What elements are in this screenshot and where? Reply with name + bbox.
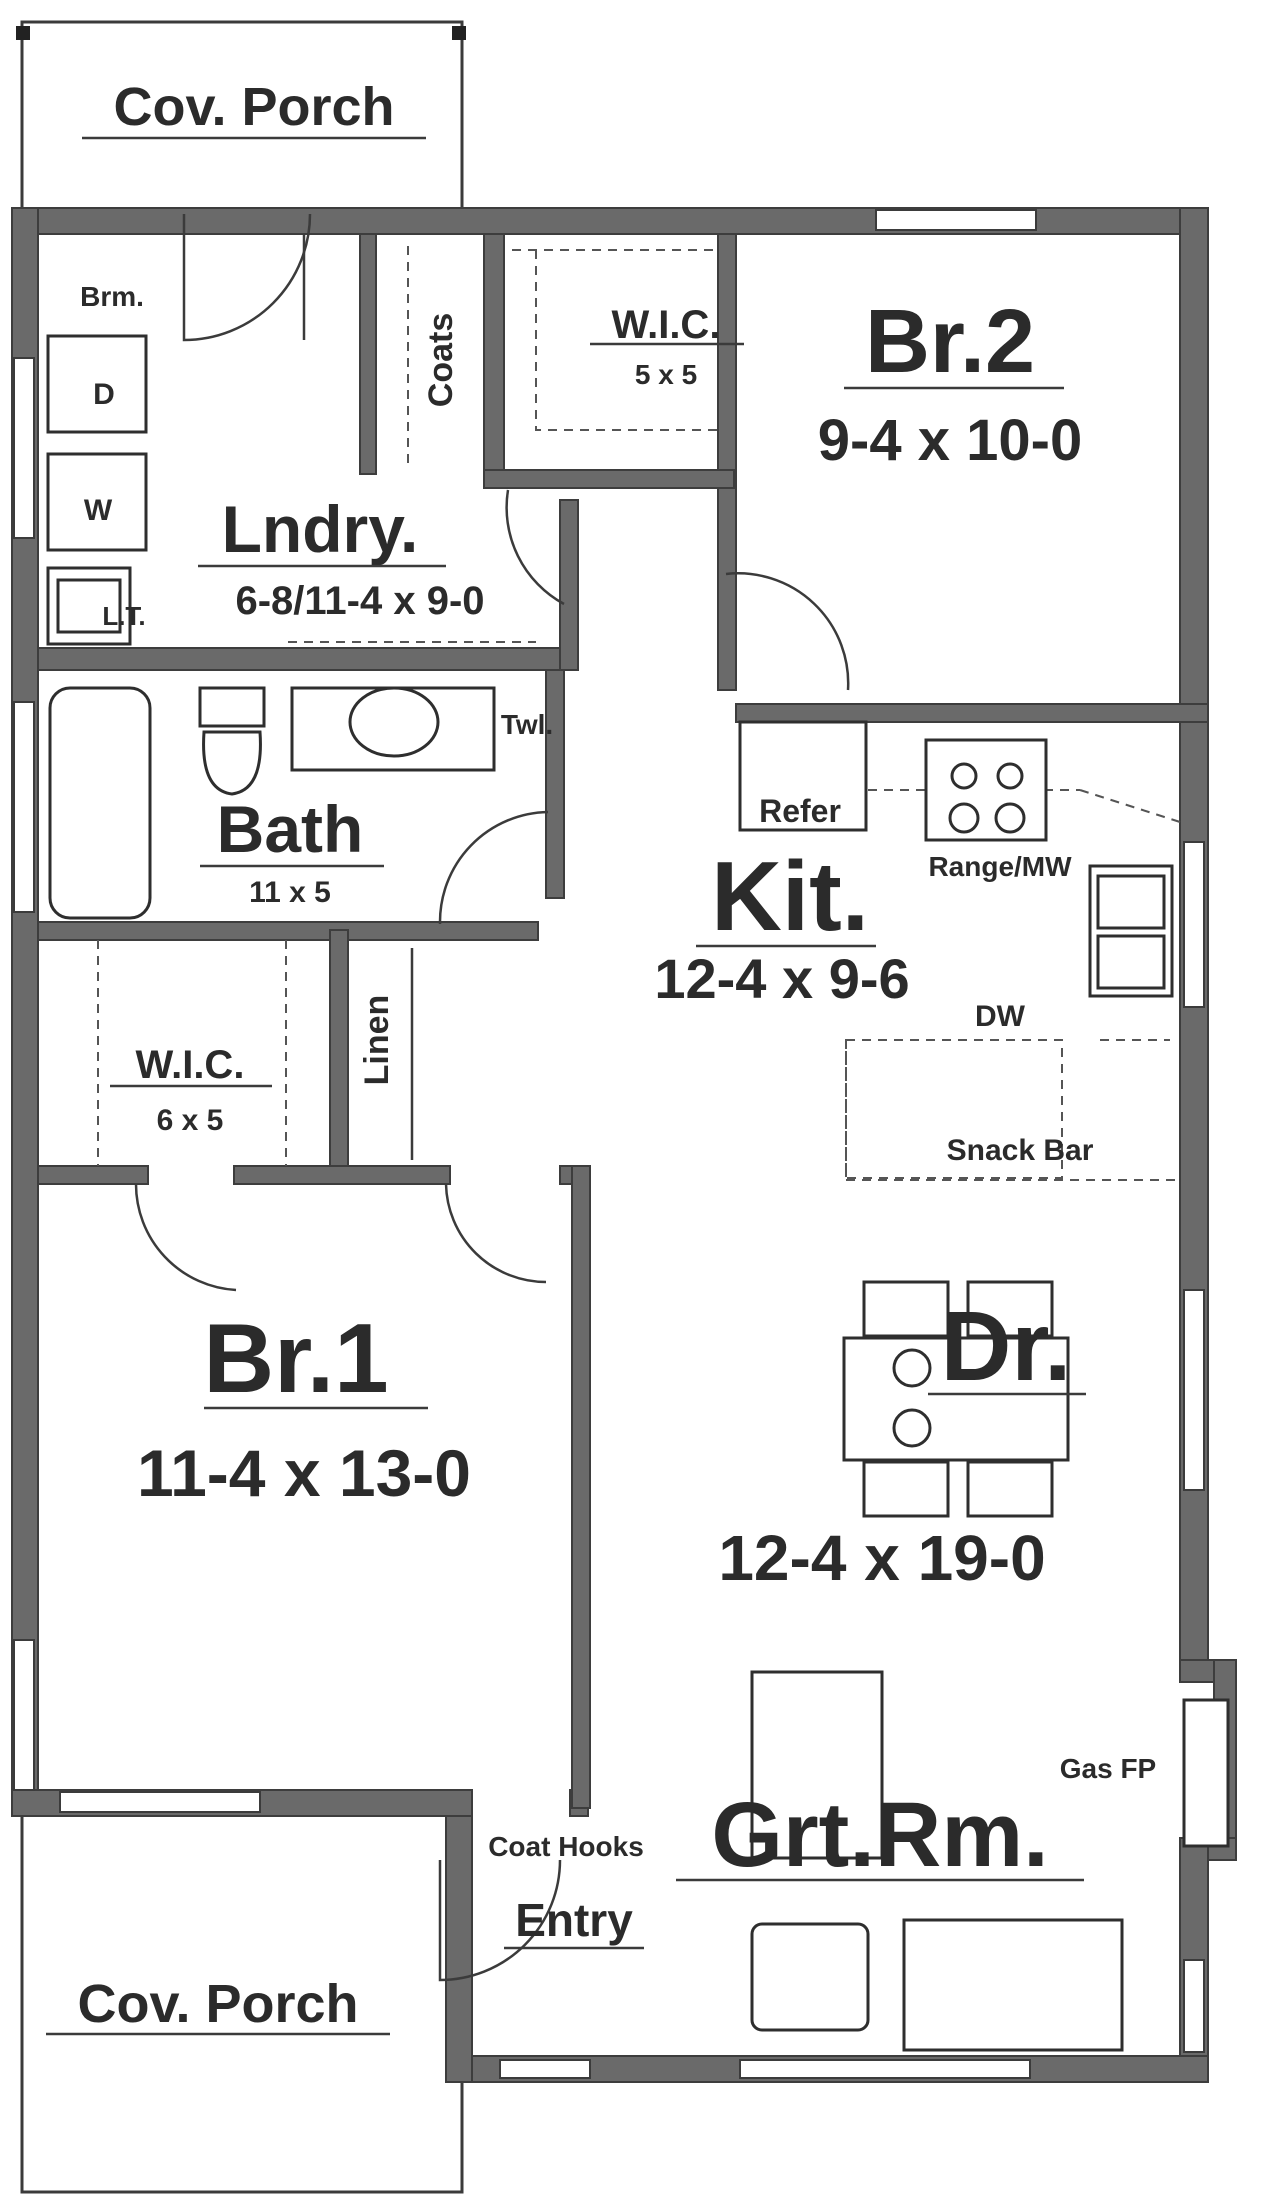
- linen-label: Linen: [358, 995, 396, 1086]
- dw-label: DW: [975, 1000, 1026, 1033]
- wic-br1-label: W.I.C.: [136, 1043, 245, 1087]
- great-room-furniture: [750, 1670, 1230, 2052]
- doors: [134, 213, 850, 1982]
- coats-label: Coats: [422, 313, 460, 407]
- dining-label: Dr.: [941, 1291, 1072, 1401]
- great-room-label: Grt.Rm.: [711, 1784, 1048, 1886]
- wic-br1-dims: 6 x 5: [157, 1104, 224, 1137]
- laundry-appliances: [46, 334, 148, 646]
- bath-label: Bath: [217, 792, 364, 866]
- coat-hooks-label: Coat Hooks: [488, 1831, 644, 1862]
- entry-label: Entry: [515, 1894, 633, 1946]
- wic-br2-dims: 5 x 5: [635, 359, 697, 390]
- bedroom1-dims: 11-4 x 13-0: [137, 1436, 471, 1510]
- refer-label: Refer: [759, 793, 841, 829]
- laundry-tub-label: L.T.: [102, 601, 145, 631]
- range-label: Range/MW: [928, 851, 1072, 882]
- porch-top-label: Cov. Porch: [113, 77, 394, 137]
- bedroom2-dims: 9-4 x 10-0: [818, 408, 1082, 473]
- gas-fp-label: Gas FP: [1060, 1753, 1156, 1784]
- porch-bottom-label: Cov. Porch: [77, 1974, 358, 2034]
- laundry-dims: 6-8/11-4 x 9-0: [235, 579, 484, 623]
- bedroom2-label: Br.2: [865, 292, 1035, 392]
- towel-label: Twl.: [501, 709, 553, 740]
- washer-label: W: [84, 494, 113, 527]
- interior-walls: [37, 233, 1209, 1809]
- dining-dims: 12-4 x 19-0: [718, 1522, 1045, 1594]
- kitchen-label: Kit.: [711, 841, 869, 951]
- bath-fixtures: [48, 686, 496, 920]
- kitchen-fixtures: [738, 720, 1174, 1179]
- dryer-label: D: [93, 378, 115, 411]
- dining-table: [842, 1280, 1070, 1518]
- brm-label: Brm.: [80, 281, 144, 312]
- wic-br2-label: W.I.C.: [612, 303, 721, 347]
- laundry-label: Lndry.: [222, 492, 419, 566]
- bath-dims: 11 x 5: [249, 876, 331, 909]
- bedroom1-label: Br.1: [203, 1303, 388, 1413]
- windows: [13, 209, 1205, 2079]
- kitchen-dims: 12-4 x 9-6: [654, 947, 909, 1010]
- snack-bar-label: Snack Bar: [947, 1134, 1094, 1167]
